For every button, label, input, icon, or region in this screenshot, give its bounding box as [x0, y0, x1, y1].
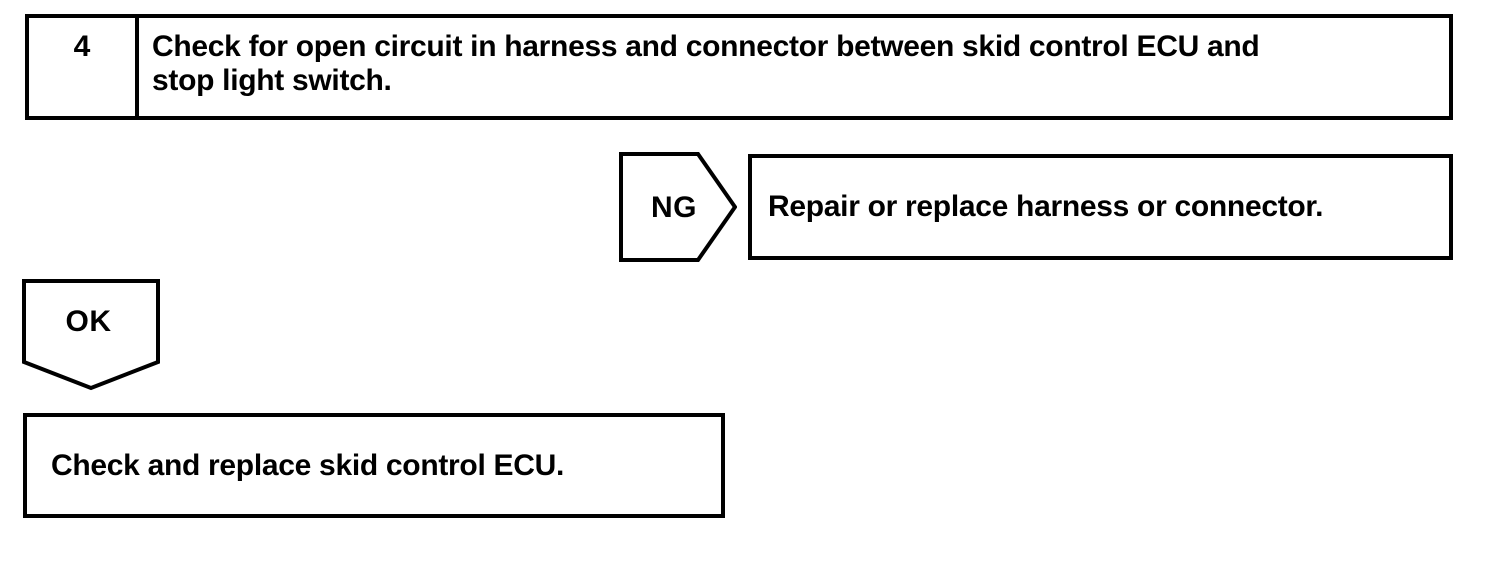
ng-pentagon-icon	[619, 152, 737, 262]
step-header-box: 4 Check for open circuit in harness and …	[25, 14, 1453, 120]
ng-action-text: Repair or replace harness or connector.	[768, 190, 1324, 223]
ok-pentagon-icon	[22, 279, 160, 391]
ok-action-text: Check and replace skid control ECU.	[51, 448, 564, 482]
step-number: 4	[29, 18, 139, 116]
step-instruction-line-2: stop light switch.	[152, 64, 392, 97]
ok-result-box: Check and replace skid control ECU.	[23, 413, 725, 518]
ng-result-box: Repair or replace harness or connector.	[748, 154, 1453, 260]
step-instruction: Check for open circuit in harness and co…	[139, 18, 1449, 116]
ok-connector: OK	[22, 279, 162, 392]
step-instruction-line-1: Check for open circuit in harness and co…	[152, 30, 1260, 63]
ng-connector: NG	[619, 152, 737, 263]
